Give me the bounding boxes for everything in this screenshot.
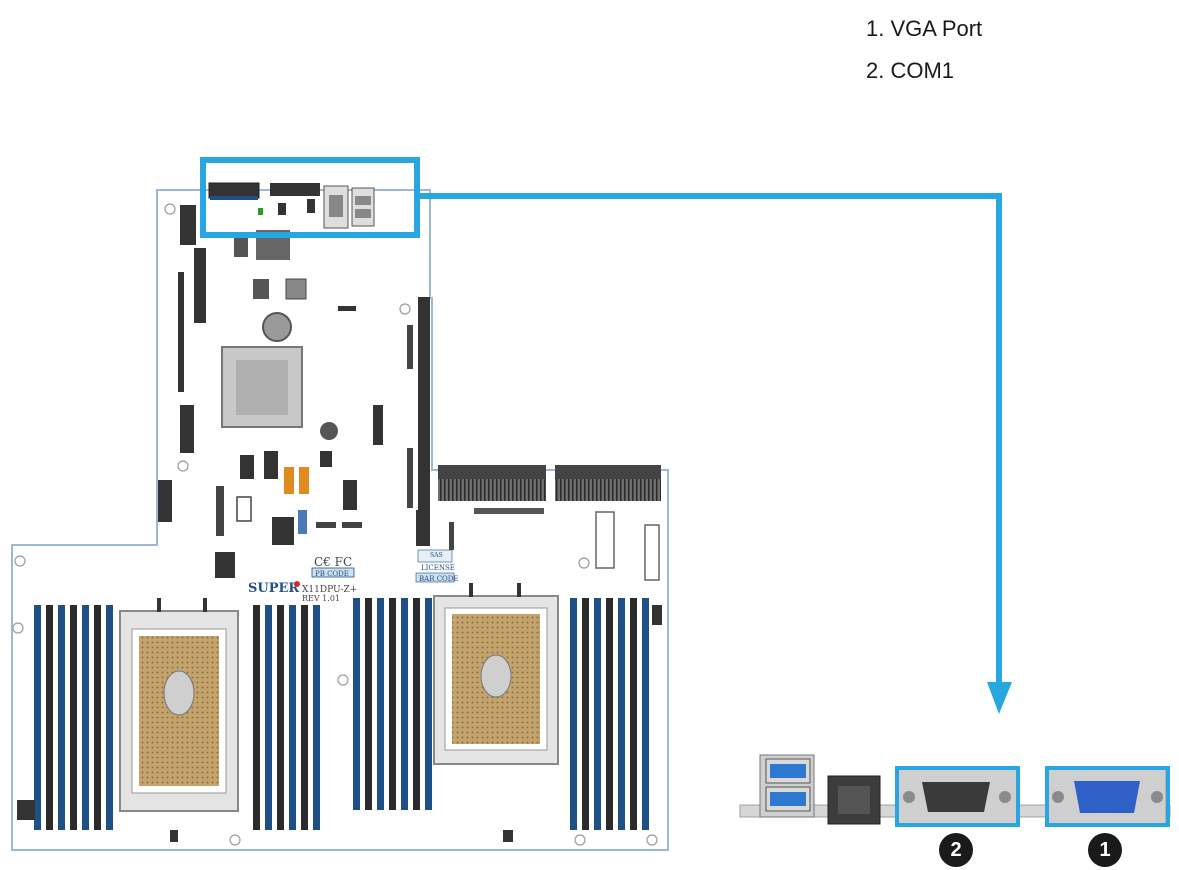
cert-marks: C€ FC bbox=[314, 555, 352, 569]
sticker-bar-code: BAR CODE bbox=[419, 575, 459, 583]
sticker-license: LICENSE bbox=[421, 564, 455, 572]
callout-marker-2: 2 bbox=[939, 833, 973, 867]
highlight-box-vga bbox=[1045, 766, 1170, 827]
board-rear-io bbox=[208, 182, 375, 229]
legend-item-com1: 2. COM1 bbox=[866, 58, 955, 83]
misc-board-parts bbox=[17, 605, 662, 842]
connector-line bbox=[417, 193, 1002, 684]
board-text: C€ FC PB CODE SUPER X11DPU-Z+ REV 1.01 S… bbox=[248, 549, 459, 603]
highlight-box-com1 bbox=[895, 766, 1020, 827]
callout-marker-1: 1 bbox=[1088, 833, 1122, 867]
cpu-socket-right bbox=[433, 583, 559, 765]
dimm-slots bbox=[34, 598, 649, 830]
brand-label: SUPER bbox=[248, 581, 299, 596]
sticker-sas: SAS bbox=[430, 552, 443, 559]
legend-item-vga-port: 1. VGA Port bbox=[866, 16, 983, 41]
sticker-pb-code: PB CODE bbox=[315, 570, 349, 578]
cpu-socket-left bbox=[119, 598, 239, 812]
model-label: X11DPU-Z+ bbox=[302, 585, 357, 595]
pcie-vertical-slots bbox=[407, 297, 430, 546]
left-headers bbox=[158, 205, 206, 522]
rear-io-panel bbox=[739, 754, 1171, 825]
mounting-holes bbox=[12, 203, 658, 846]
legend-list: 1. VGA Port 2. COM1 bbox=[866, 12, 982, 96]
pcie-horizontal-slots bbox=[438, 465, 661, 581]
arrow-down-icon bbox=[987, 682, 1012, 714]
revision-label: REV 1.01 bbox=[302, 594, 340, 603]
board-chips bbox=[215, 230, 383, 578]
